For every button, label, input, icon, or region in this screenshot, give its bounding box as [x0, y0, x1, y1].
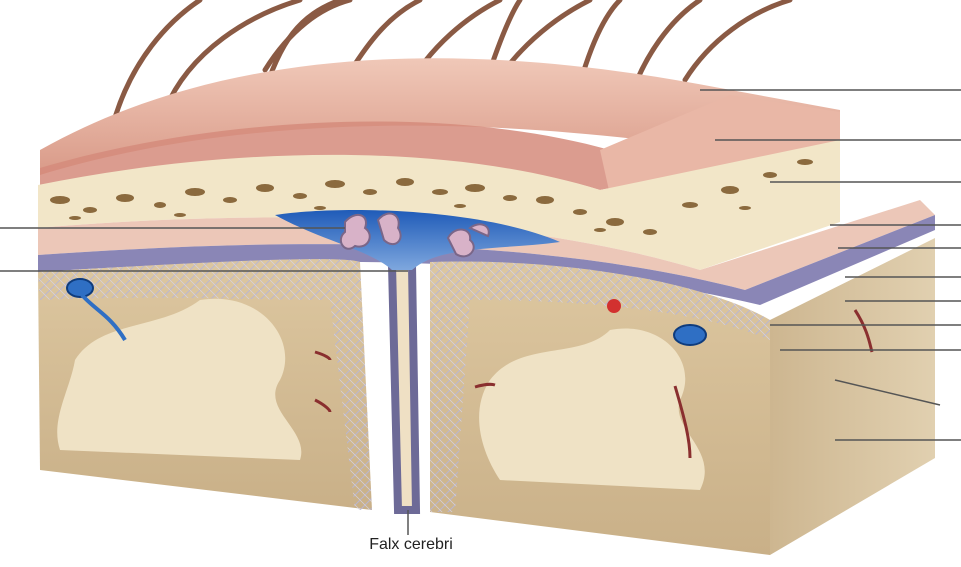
falx-cerebri — [392, 265, 416, 510]
falx-cerebri-label: Falx cerebri — [318, 536, 504, 554]
